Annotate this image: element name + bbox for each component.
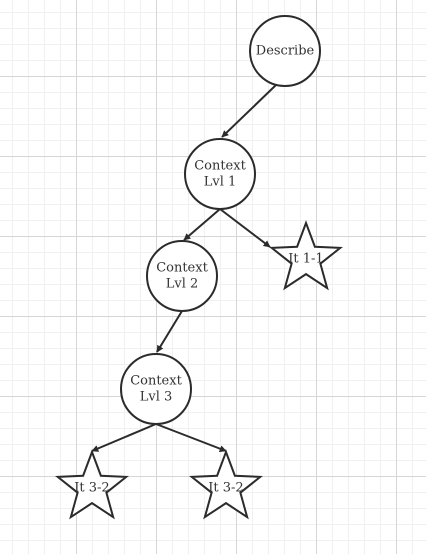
edge-ctx2-to-ctx3	[156, 310, 183, 353]
node-it32b-label-line-1: It 3-2	[208, 481, 243, 496]
edge-ctx3-to-it32b	[155, 423, 227, 452]
node-ctx2-circle	[146, 240, 218, 312]
edge-ctx3-to-it32a	[91, 423, 157, 452]
node-ctx3-label-line-2: Lvl 3	[140, 390, 173, 405]
node-it11: It 1-1	[269, 220, 343, 291]
edge-ctx1-to-ctx2	[183, 208, 221, 241]
node-it32b: It 3-2	[189, 449, 263, 520]
node-ctx3-circle	[120, 353, 192, 425]
node-it32a: It 3-2	[55, 449, 129, 520]
edge-describe-to-ctx1	[221, 84, 277, 138]
node-ctx1-label-line-1: Context	[194, 159, 246, 174]
node-describe-label-line-1: Describe	[256, 44, 315, 59]
node-describe: Describe	[249, 15, 321, 87]
node-ctx2-label-line-2: Lvl 2	[166, 277, 199, 292]
node-it11-label-line-1: It 1-1	[288, 252, 323, 267]
node-ctx1-label-line-2: Lvl 1	[204, 175, 237, 190]
node-ctx3-label-line-1: Context	[130, 374, 182, 389]
node-it32b-star-shape	[189, 449, 263, 520]
node-describe-circle	[249, 15, 321, 87]
node-it32a-label-line-1: It 3-2	[74, 481, 109, 496]
node-it32a-star-shape	[55, 449, 129, 520]
node-ctx2-label-line-1: Context	[156, 261, 208, 276]
edges-layer	[91, 84, 277, 452]
edge-ctx1-to-it11	[219, 208, 271, 248]
node-it11-star-shape	[269, 220, 343, 291]
node-ctx1-circle	[184, 138, 256, 210]
